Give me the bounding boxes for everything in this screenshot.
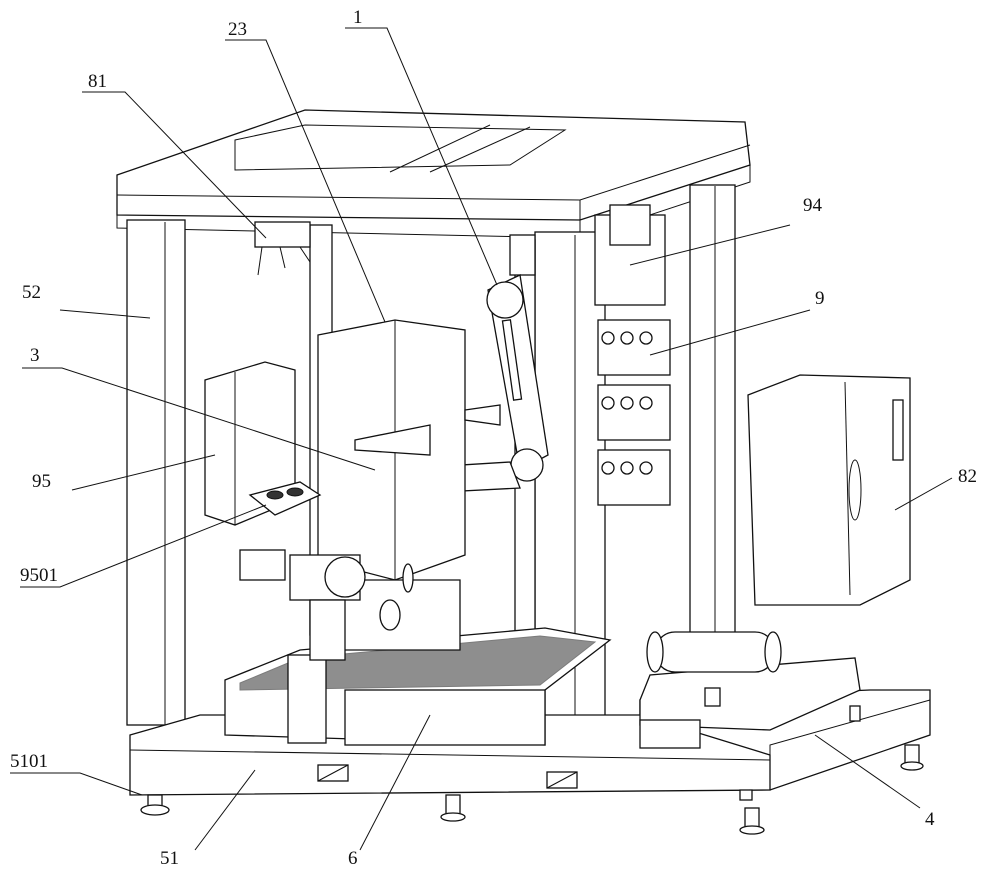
label-6: 6	[348, 848, 358, 869]
leader-lines	[10, 27, 953, 851]
label-51: 51	[160, 848, 179, 869]
label-94: 94	[803, 195, 822, 216]
label-9501: 9501	[20, 565, 58, 586]
pillars	[126, 184, 736, 748]
tool-rack	[594, 204, 671, 506]
roller-device	[639, 631, 861, 749]
label-1: 1	[353, 7, 363, 28]
label-5101: 5101	[10, 751, 48, 772]
label-4: 4	[925, 809, 935, 830]
top-frame	[116, 109, 751, 239]
label-23: 23	[228, 19, 247, 40]
label-82: 82	[958, 466, 977, 487]
label-95: 95	[32, 471, 51, 492]
gripper	[254, 221, 311, 276]
side-panel	[204, 361, 322, 526]
controller-cabinet	[747, 374, 911, 606]
label-3: 3	[30, 345, 40, 366]
spindle-assembly	[239, 549, 414, 661]
label-81: 81	[88, 71, 107, 92]
label-52: 52	[22, 282, 41, 303]
label-9: 9	[815, 288, 825, 309]
